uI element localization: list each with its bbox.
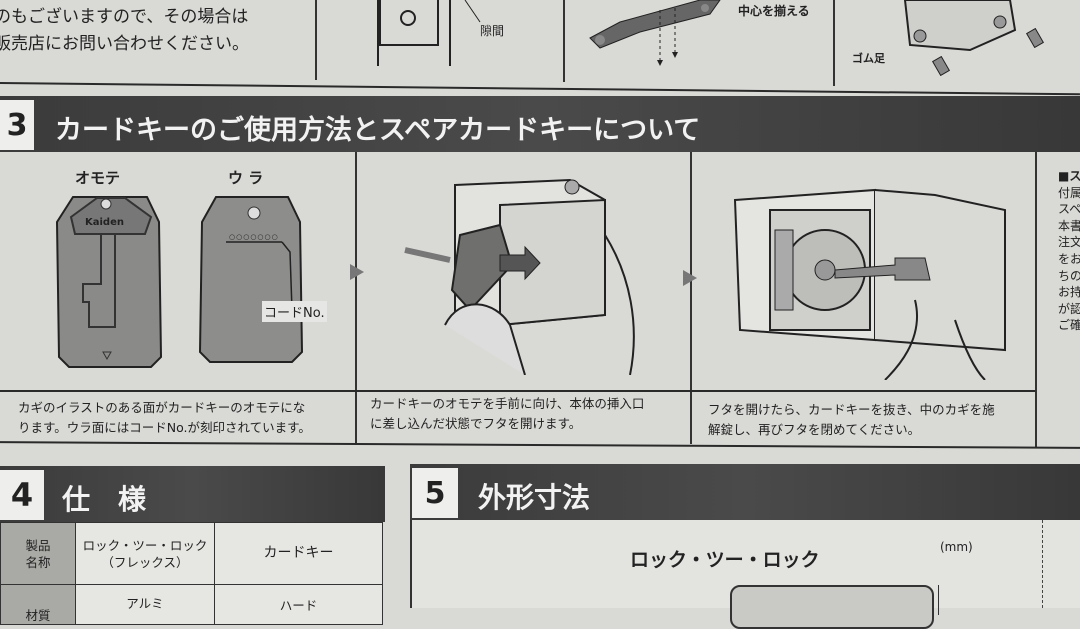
side-note-line: お持 — [1058, 285, 1080, 300]
section4-banner — [0, 466, 385, 522]
front-label: オモテ — [75, 169, 121, 187]
dimension-panel: ロック・ツー・ロック (mm) — [410, 520, 1080, 629]
divider — [833, 0, 835, 86]
caption-line: ります。ウラ面にはコードNo.が刻印されています。 — [18, 420, 311, 435]
divider — [563, 0, 565, 82]
product-name: ロック・ツー・ロック — [630, 549, 820, 571]
section5-title: 外形寸法 — [478, 481, 591, 514]
section4-number: 4 — [0, 470, 44, 520]
card-key-front-icon: Kaiden — [55, 196, 163, 368]
section5-banner — [410, 464, 1080, 520]
side-note-line: をお — [1058, 251, 1080, 266]
side-note-line: ご確 — [1058, 318, 1080, 333]
caption-2: カードキーのオモテを手前に向け、本体の挿入口 に差し込んだ状態でフタを開けます。 — [370, 394, 644, 434]
rubber-foot-illustration — [903, 0, 1045, 77]
caption-3: フタを開けたら、カードキーを抜き、中のカギを施 解錠し、再びフタを閉めてください… — [708, 400, 995, 440]
table-cell: ロック・ツー・ロック （フレックス） — [75, 522, 215, 585]
divider — [355, 152, 357, 444]
top-note-line: のもございますので、その場合は — [0, 7, 249, 27]
table-cell: ハード — [214, 584, 383, 625]
unit-label: (mm) — [940, 540, 973, 554]
caption-line: 解錠し、再びフタを閉めてください。 — [708, 422, 921, 437]
gap-illustration — [377, 0, 481, 66]
side-note-line: 注文 — [1058, 235, 1080, 250]
table-row: 材質 アルミ ハード — [0, 584, 383, 625]
code-number-label: コードNo. — [262, 301, 327, 322]
back-label: ウ ラ — [228, 169, 264, 187]
row-header: 製品 名称 — [0, 522, 76, 585]
spec-table: 製品 名称 ロック・ツー・ロック （フレックス） カードキー 材質 アルミ ハー… — [0, 522, 383, 625]
caption-line: フタを開けたら、カードキーを抜き、中のカギを施 — [708, 402, 995, 417]
product-outline — [730, 585, 934, 629]
section3-number: 3 — [0, 100, 34, 150]
side-note: ■ス 付属 スペ 本書 注文 をお ちの お持 が認 ご確 — [1058, 168, 1080, 334]
caption-1: カギのイラストのある面がカードキーのオモテにな ります。ウラ面にはコードNo.が… — [18, 398, 311, 438]
side-note-line: 本書 — [1058, 218, 1080, 233]
gap-label: 隙間 — [480, 24, 505, 38]
section3-title: カードキーのご使用方法とスペアカードキーについて — [55, 115, 701, 146]
section4-title: 仕 様 — [62, 483, 147, 516]
card-key-back-icon — [198, 196, 304, 363]
divider — [690, 152, 692, 444]
side-note-heading: ■ス — [1058, 169, 1080, 183]
caption-line: カードキーのオモテを手前に向け、本体の挿入口 — [370, 396, 645, 411]
dimension-line — [938, 585, 939, 615]
rule — [0, 441, 1080, 449]
arrow-right-icon — [350, 264, 364, 280]
caption-rule — [0, 390, 1035, 392]
side-note-line: 付属 — [1058, 185, 1080, 200]
align-illustration — [589, 0, 721, 66]
divider — [1035, 152, 1037, 447]
arrow-right-icon — [683, 270, 697, 286]
side-note-line: ちの — [1058, 268, 1080, 283]
top-note-line: 販売店にお問い合わせください。 — [0, 34, 249, 54]
row-header: 材質 — [0, 584, 76, 625]
divider — [315, 0, 317, 80]
caption-line: カギのイラストのある面がカードキーのオモテにな — [18, 400, 306, 415]
table-cell: アルミ — [75, 584, 215, 625]
rule — [0, 82, 1080, 96]
caption-line: に差し込んだ状態でフタを開けます。 — [370, 416, 582, 431]
dimension-guide — [1042, 520, 1043, 608]
code-dots: ○○○○○○○ — [229, 233, 279, 241]
open-lid-illustration — [733, 188, 1006, 380]
brand-logo: Kaiden — [85, 217, 124, 228]
table-cell: カードキー — [214, 522, 383, 585]
rubber-foot-label: ゴム足 — [852, 52, 885, 65]
side-note-line: スペ — [1058, 202, 1080, 217]
insert-card-illustration — [404, 178, 635, 375]
table-row: 製品 名称 ロック・ツー・ロック （フレックス） カードキー — [0, 522, 383, 585]
top-note: のもございますので、その場合は 販売店にお問い合わせください。 — [0, 4, 249, 58]
align-label: 中心を揃える — [738, 4, 810, 18]
section3-banner — [0, 96, 1080, 152]
side-note-line: が認 — [1058, 301, 1080, 316]
section5-number: 5 — [412, 468, 458, 518]
